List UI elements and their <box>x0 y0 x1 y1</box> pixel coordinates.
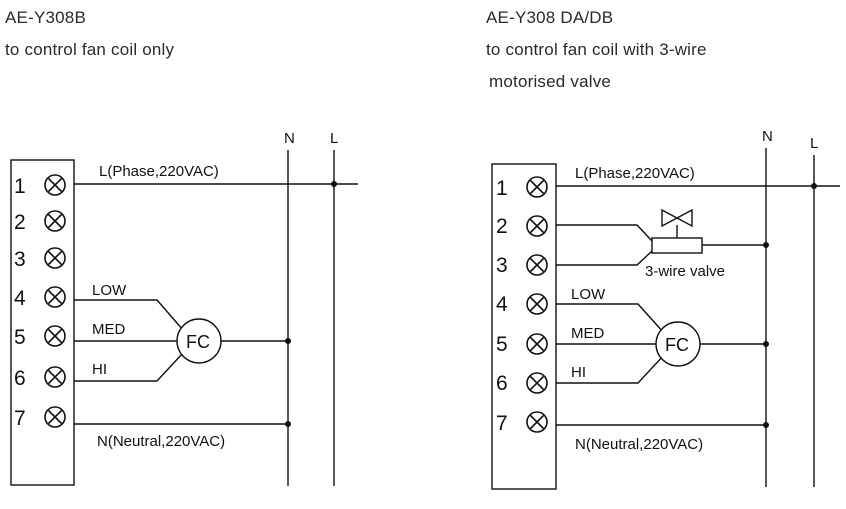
left-screw-icon-4 <box>44 286 66 308</box>
right-terminal-6: 6 <box>496 372 508 395</box>
left-terminal-4: 4 <box>14 287 26 310</box>
left-terminal-block <box>10 159 75 486</box>
valve-icon <box>661 208 693 228</box>
right-fc-junction <box>763 341 769 347</box>
right-terminal-2: 2 <box>496 215 508 238</box>
right-screw-icon-4 <box>526 293 548 315</box>
right-valve-wire-3 <box>556 250 653 266</box>
left-phase-junction <box>331 181 337 187</box>
right-screw-icon-6 <box>526 372 548 394</box>
right-terminal-4: 4 <box>496 293 508 316</box>
right-valve-junction <box>763 242 769 248</box>
left-terminal-6: 6 <box>14 367 26 390</box>
left-screw-icon-6 <box>44 366 66 388</box>
left-live-rail-label: L <box>330 130 338 147</box>
right-neutral-rail-label: N <box>762 128 773 145</box>
left-low-wire <box>74 299 184 331</box>
right-description-line-1: to control fan coil with 3-wire <box>486 40 707 59</box>
right-description-line-2: motorised valve <box>489 72 612 91</box>
left-model-title: AE-Y308B <box>5 8 86 27</box>
right-hi-wire <box>556 354 665 384</box>
left-terminal-1: 1 <box>14 175 26 198</box>
right-terminal-5: 5 <box>496 333 508 356</box>
left-fan-coil-label: FC <box>186 332 210 352</box>
right-valve-label: 3-wire valve <box>645 263 725 280</box>
right-neutral-junction <box>763 422 769 428</box>
right-phase-junction <box>811 183 817 189</box>
right-live-rail-label: L <box>810 135 818 152</box>
left-screw-icon-2 <box>44 210 66 232</box>
left-terminal-3: 3 <box>14 248 26 271</box>
left-screw-icon-5 <box>44 325 66 347</box>
right-terminal-7: 7 <box>496 412 508 435</box>
right-neutral-label: N(Neutral,220VAC) <box>575 436 703 453</box>
right-screw-icon-3 <box>526 254 548 276</box>
right-screw-icon-7 <box>526 411 548 433</box>
left-med-label: MED <box>92 321 126 338</box>
right-terminal-3: 3 <box>496 254 508 277</box>
left-neutral-rail-label: N <box>284 130 295 147</box>
right-valve-actuator <box>651 237 703 254</box>
right-low-label: LOW <box>571 286 606 303</box>
right-hi-label: HI <box>571 364 586 381</box>
left-screw-icon-3 <box>44 247 66 269</box>
left-screw-icon-1 <box>44 174 66 196</box>
left-phase-label: L(Phase,220VAC) <box>99 163 219 180</box>
right-valve-wire-2 <box>556 224 653 242</box>
right-model-title: AE-Y308 DA/DB <box>486 8 614 27</box>
left-wiring-diagram: 1 2 3 4 5 6 7 N L L(Phase,220VAC) LOW ME… <box>10 130 358 486</box>
right-terminal-1: 1 <box>496 177 508 200</box>
left-hi-label: HI <box>92 361 107 378</box>
left-terminal-7: 7 <box>14 407 26 430</box>
left-neutral-label: N(Neutral,220VAC) <box>97 433 225 450</box>
right-phase-label: L(Phase,220VAC) <box>575 165 695 182</box>
right-wiring-diagram: 1 2 3 4 5 6 7 N L L(Phase,220VAC) 3-wire… <box>491 128 840 490</box>
right-terminal-block <box>491 163 557 490</box>
left-fc-junction <box>285 338 291 344</box>
left-screw-icon-7 <box>44 406 66 428</box>
right-low-wire <box>556 303 665 334</box>
right-med-label: MED <box>571 325 605 342</box>
right-screw-icon-1 <box>526 176 548 198</box>
left-neutral-junction <box>285 421 291 427</box>
left-hi-wire <box>74 352 184 382</box>
left-terminal-2: 2 <box>14 211 26 234</box>
left-description: to control fan coil only <box>5 40 175 59</box>
right-screw-icon-2 <box>526 215 548 237</box>
left-low-label: LOW <box>92 282 127 299</box>
right-fan-coil-label: FC <box>665 335 689 355</box>
right-screw-icon-5 <box>526 333 548 355</box>
left-terminal-5: 5 <box>14 326 26 349</box>
